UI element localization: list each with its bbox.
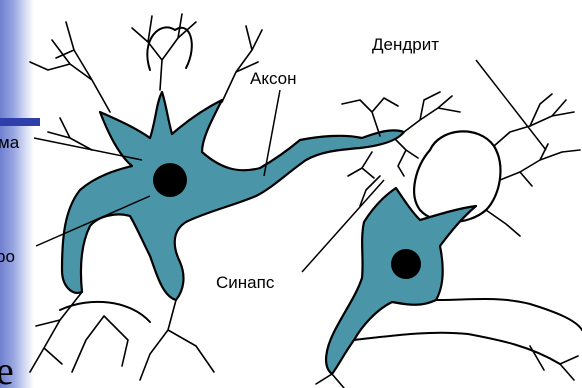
right-neuron-upper-soma: [414, 131, 500, 222]
label-axon: Аксон: [250, 69, 297, 88]
left-neuron-cell-body: [62, 92, 404, 300]
label-synapse: Синапс: [216, 273, 275, 292]
label-soma-partial: ма: [0, 133, 20, 152]
right-neuron-nucleus: [391, 249, 421, 279]
left-neuron-nucleus: [153, 163, 187, 197]
right-neuron-cell-body: [326, 188, 476, 374]
leader-dendrite: [476, 60, 546, 150]
label-nucleus-partial: ро: [0, 247, 15, 266]
left-neuron-dendrites: [30, 14, 262, 150]
slide-text-fragment: е: [0, 348, 14, 388]
label-dendrite: Дендрит: [372, 35, 439, 54]
left-neuron-lower-branches: [30, 292, 214, 380]
